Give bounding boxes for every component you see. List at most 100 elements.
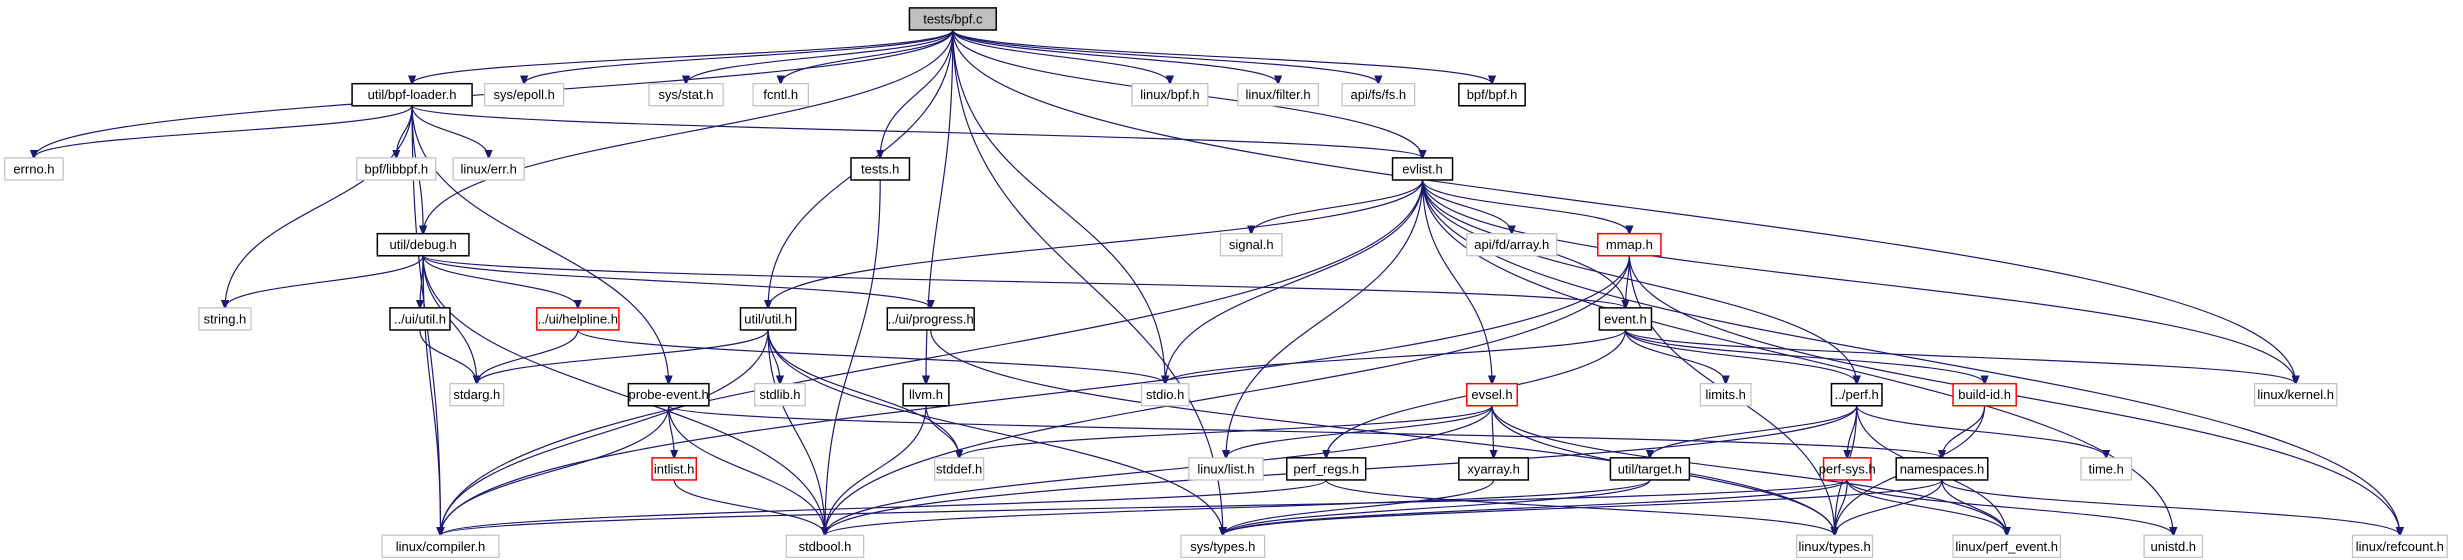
node-box xyxy=(1796,534,1874,558)
edge-bpf_c-to-sys_epoll xyxy=(524,29,954,84)
node-sys-epoll: sys/epoll.h xyxy=(484,83,565,107)
node-linux-perf-event: linux/perf_event.h xyxy=(1952,534,2061,558)
node-box xyxy=(1597,232,1662,257)
node-label: linux/kernel.h xyxy=(2257,387,2334,402)
edge-perf_sys-to-sys_types xyxy=(1223,479,1848,535)
edge-probe_event-to-namespaces xyxy=(668,405,1942,458)
node-label: fcntl.h xyxy=(763,87,798,102)
node-box xyxy=(754,383,806,407)
edge-xyarray-to-sys_types xyxy=(1223,479,1495,535)
node-box xyxy=(2351,534,2448,558)
node-evlist[interactable]: evlist.h xyxy=(1391,157,1454,181)
edge-probe_event-to-stdbool xyxy=(668,405,825,535)
edge-util_debug-to-string xyxy=(225,255,424,308)
node-namespaces[interactable]: namespaces.h xyxy=(1895,457,1989,481)
node-label: stddef.h xyxy=(936,461,982,476)
edge-evlist-to-fd_array xyxy=(1421,179,1512,234)
edge-bpf_c-to-linux_kernel xyxy=(952,29,2296,384)
node-box xyxy=(449,383,505,407)
node-box xyxy=(1952,382,2017,407)
node-intlist[interactable]: intlist.h xyxy=(651,457,698,481)
node-evsel[interactable]: evsel.h xyxy=(1465,382,1519,407)
node-label: probe-event.h xyxy=(629,387,709,402)
edge-util_debug-to-ui_helpline xyxy=(422,255,578,308)
edge-util_debug-to-event xyxy=(422,255,1625,308)
edge-bpf_c-to-stdio xyxy=(952,29,1165,384)
node-stdlib: stdlib.h xyxy=(754,383,806,407)
node-xyarray[interactable]: xyarray.h xyxy=(1458,457,1530,481)
node-label: util/util.h xyxy=(744,311,792,326)
edge-evsel-to-linux_perf_event xyxy=(1491,405,2007,535)
edge-evlist-to-linux_refcount xyxy=(1421,179,2400,535)
edge-event-to-perf_h xyxy=(1624,329,1856,384)
edge-namespaces-to-linux_perf_event xyxy=(1941,479,2007,535)
node-bpf-bpf[interactable]: bpf/bpf.h xyxy=(1458,82,1526,107)
edge-perf_sys-to-linux_perf_event xyxy=(1846,479,2006,535)
node-unistd: unistd.h xyxy=(2143,534,2204,558)
node-box xyxy=(4,157,64,181)
node-perf-regs[interactable]: perf_regs.h xyxy=(1286,457,1367,481)
node-probe-event[interactable]: probe-event.h xyxy=(627,382,710,407)
node-perf-sys[interactable]: perf-sys.h xyxy=(1819,457,1876,481)
node-ui-util[interactable]: ../ui/util.h xyxy=(389,307,451,331)
edge-evlist-to-signal xyxy=(1251,179,1424,234)
node-box xyxy=(1341,83,1416,107)
edge-bpf_loader-to-probe_event xyxy=(411,105,669,384)
node-label: ../ui/helpline.h xyxy=(538,311,618,326)
node-label: sys/stat.h xyxy=(659,87,714,102)
node-label: signal.h xyxy=(1229,237,1274,252)
node-stdbool: stdbool.h xyxy=(785,534,865,558)
node-label: perf_regs.h xyxy=(1293,461,1359,476)
edge-bpf_c-to-api_fs xyxy=(952,29,1378,84)
edge-llvm-to-stdbool xyxy=(825,405,927,535)
edge-perf_sys-to-unistd xyxy=(1846,479,2173,535)
node-box xyxy=(1895,457,1989,481)
edge-evsel-to-stdbool xyxy=(825,405,1493,535)
node-box xyxy=(1219,233,1283,257)
node-ui-progress[interactable]: ../ui/progress.h xyxy=(886,307,975,331)
node-box xyxy=(1598,307,1653,331)
edge-mmap-to-linux_compiler xyxy=(440,255,1630,535)
node-label: evlist.h xyxy=(1402,161,1442,176)
node-util-util[interactable]: util/util.h xyxy=(739,307,797,331)
node-linux-types: linux/types.h xyxy=(1796,534,1874,558)
node-linux-filter: linux/filter.h xyxy=(1237,83,1319,107)
node-box xyxy=(1458,82,1526,107)
edge-perf_regs-to-linux_compiler xyxy=(440,479,1327,535)
node-tests-h[interactable]: tests.h xyxy=(850,157,911,181)
node-util-debug[interactable]: util/debug.h xyxy=(376,232,470,257)
node-box xyxy=(376,232,470,257)
node-box xyxy=(1237,83,1319,107)
edge-perf_h-to-time xyxy=(1856,405,2106,458)
edge-evsel-to-stddef xyxy=(959,405,1493,458)
node-util-target[interactable]: util/target.h xyxy=(1609,457,1691,481)
node-llvm[interactable]: llvm.h xyxy=(902,382,950,407)
node-stdarg: stdarg.h xyxy=(449,383,505,407)
node-bpf-loader[interactable]: util/bpf-loader.h xyxy=(351,82,473,107)
node-stdio: stdio.h xyxy=(1140,383,1190,407)
node-ui-helpline[interactable]: ../ui/helpline.h xyxy=(536,307,620,331)
node-build-id[interactable]: build-id.h xyxy=(1952,382,2017,407)
edge-bpf_c-to-bpf_loader xyxy=(412,29,954,84)
node-mmap[interactable]: mmap.h xyxy=(1597,232,1662,257)
node-label: linux/types.h xyxy=(1798,539,1870,554)
node-box xyxy=(627,382,710,407)
node-box xyxy=(1952,534,2061,558)
node-box xyxy=(1458,457,1530,481)
node-label: stdbool.h xyxy=(799,539,852,554)
edge-bpf_c-to-sys_stat xyxy=(686,29,954,84)
node-stddef: stddef.h xyxy=(934,457,985,481)
edge-perf_sys-to-linux_compiler xyxy=(440,479,1848,535)
node-errno: errno.h xyxy=(4,157,64,181)
node-label: ../perf.h xyxy=(1835,387,1879,402)
edge-mmap-to-stdbool xyxy=(825,255,1630,535)
node-box xyxy=(389,307,451,331)
node-event[interactable]: event.h xyxy=(1598,307,1653,331)
edge-util_util-to-linux_compiler xyxy=(440,329,769,535)
node-box xyxy=(1699,383,1752,407)
node-box xyxy=(198,307,252,331)
edge-util_target-to-stdbool xyxy=(825,479,1651,535)
node-linux-compiler: linux/compiler.h xyxy=(381,534,500,558)
node-bpf-c[interactable]: tests/bpf.c xyxy=(908,7,998,31)
node-perf-h[interactable]: ../perf.h xyxy=(1830,382,1883,407)
